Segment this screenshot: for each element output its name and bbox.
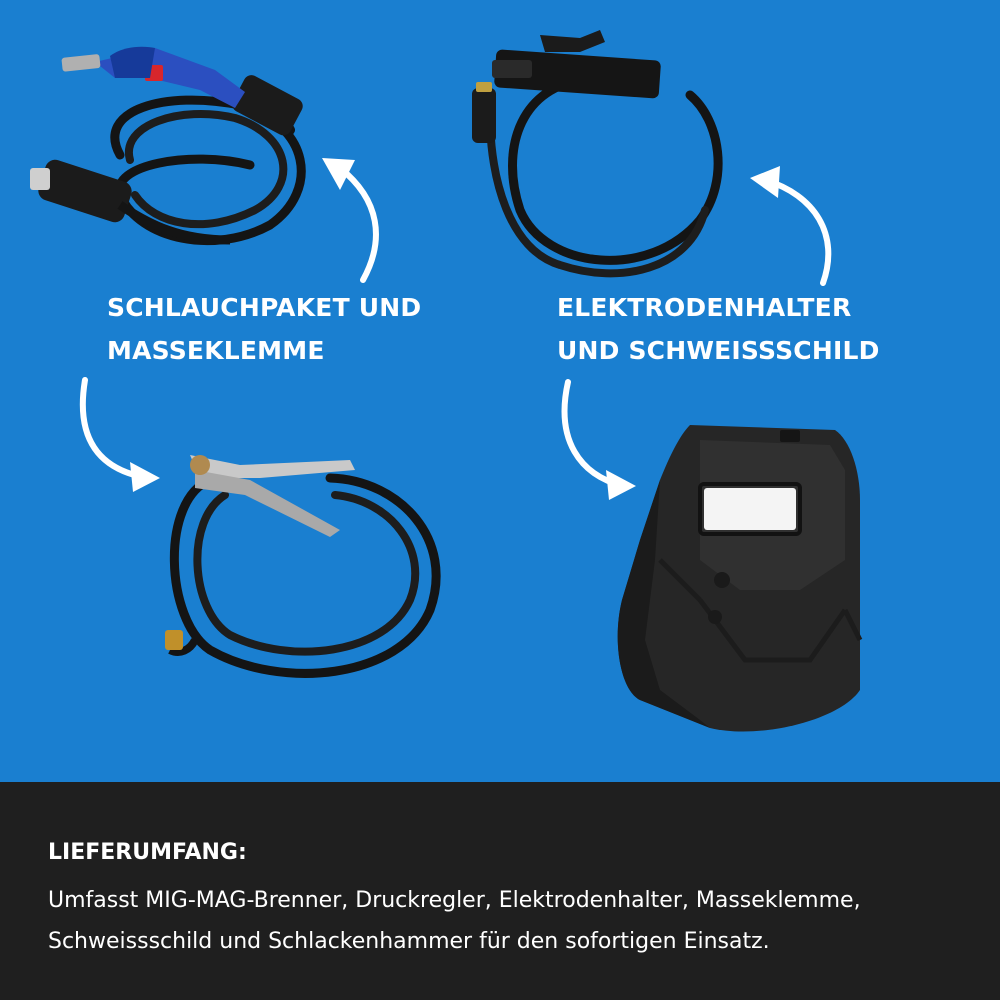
footer-line2: Schweissschild und Schlackenhammer für d… (48, 929, 770, 954)
mig-torch-hose-package (30, 46, 306, 246)
footer-title: LIEFERUMFANG: (48, 840, 247, 865)
earth-clamp (165, 455, 441, 678)
product-illustrations (30, 30, 863, 732)
footer-line1: Umfasst MIG-MAG-Brenner, Druckregler, El… (48, 888, 861, 913)
curved-arrow-up-icon (750, 166, 832, 286)
label-hose-and-clamp: SCHLAUCHPAKET UND MASSEKLEMME (107, 286, 421, 372)
label-right-line2: UND SCHWEISSSCHILD (557, 336, 880, 365)
curved-arrow-down-icon (561, 379, 636, 500)
curved-arrow-up-icon (322, 158, 379, 283)
label-left-line1: SCHLAUCHPAKET UND (107, 293, 422, 322)
welding-shield (617, 425, 863, 732)
footer-description: Umfasst MIG-MAG-Brenner, Druckregler, El… (48, 880, 861, 962)
footer-panel (0, 782, 1000, 1000)
label-electrode-and-shield: ELEKTRODENHALTER UND SCHWEISSSCHILD (557, 286, 880, 372)
label-left-line2: MASSEKLEMME (107, 336, 325, 365)
label-right-line1: ELEKTRODENHALTER (557, 293, 852, 322)
curved-arrow-down-icon (79, 377, 160, 492)
electrode-holder (472, 30, 723, 278)
